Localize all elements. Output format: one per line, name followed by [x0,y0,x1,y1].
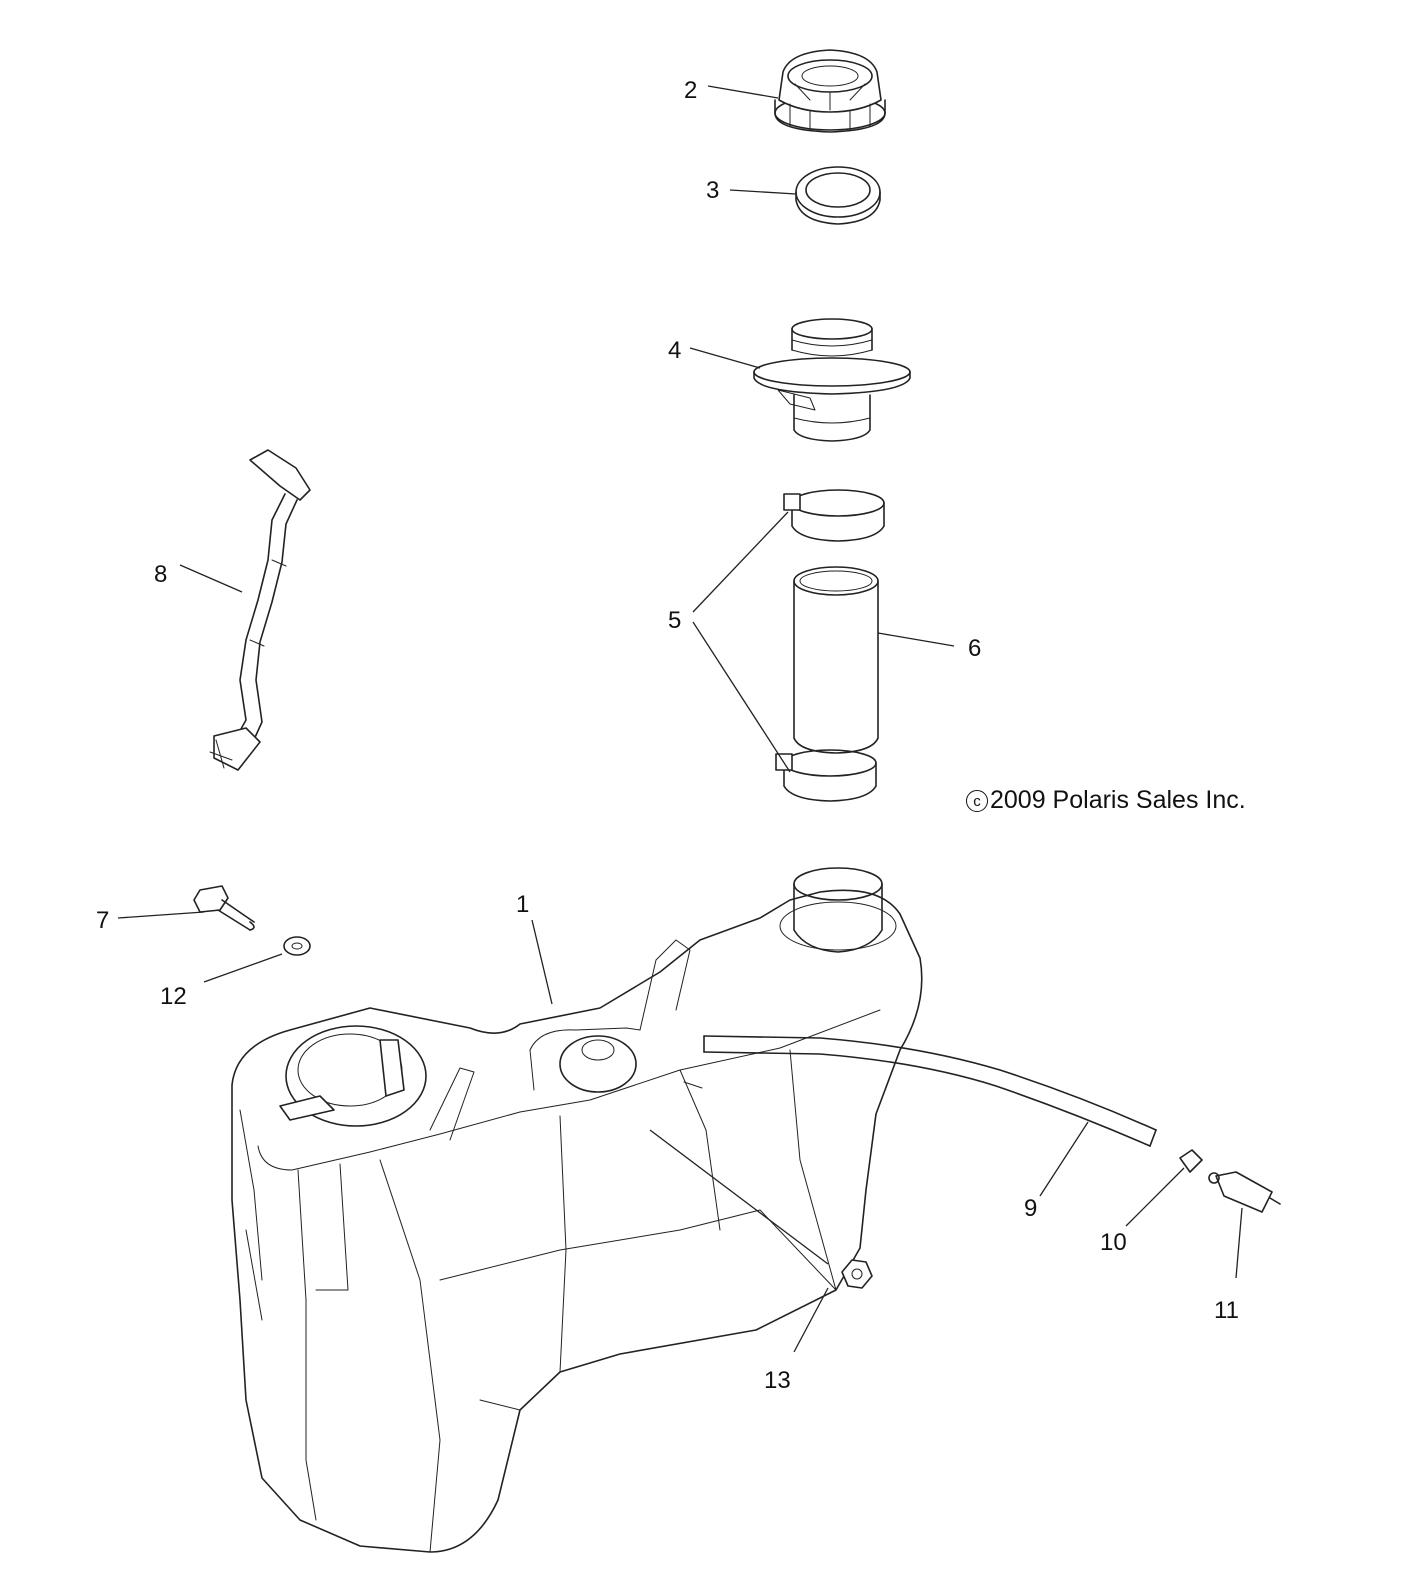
callout-13: 13 [764,1367,791,1394]
part-hose [703,1035,1157,1147]
callout-5: 5 [668,607,681,634]
part-hose-clamp-lower [775,749,877,802]
leader-lines [117,85,1243,1353]
part-fuel-tank [231,867,923,1553]
callout-9: 9 [1024,1195,1037,1222]
part-filler-hose [793,566,879,754]
copyright-text: 2009 Polaris Sales Inc. [990,786,1246,814]
part-gasket [795,166,881,225]
part-hose-clamp-upper [783,489,885,542]
callout-12: 12 [160,983,187,1010]
callout-1: 1 [516,891,529,918]
callout-10: 10 [1100,1229,1127,1256]
part-filler-neck [753,318,911,442]
callout-8: 8 [154,561,167,588]
part-vent-line [209,449,311,771]
callout-6: 6 [968,635,981,662]
callout-11: 11 [1214,1297,1239,1324]
part-washer [283,936,311,956]
callout-2: 2 [684,77,697,104]
copyright-symbol: c [966,790,988,812]
part-plug [1179,1149,1203,1173]
part-valve [1208,1171,1281,1213]
part-fuel-cap [774,49,886,133]
callout-4: 4 [668,337,681,364]
callout-7: 7 [96,907,109,934]
callout-labels: 1 2 3 4 5 6 7 8 9 10 11 12 13 [96,77,1239,1394]
part-nut [841,1259,873,1289]
part-bolt [193,885,255,931]
callout-3: 3 [706,177,719,204]
